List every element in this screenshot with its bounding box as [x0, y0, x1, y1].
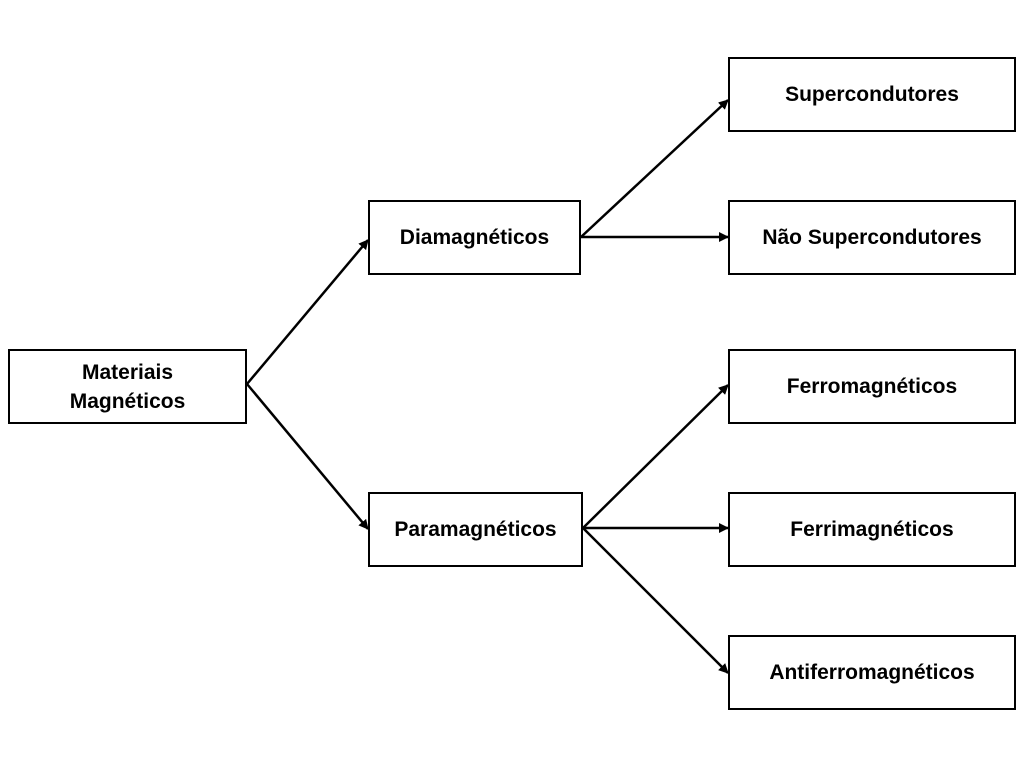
arrow-para-to-anti — [582, 527, 729, 674]
node-label-line: Magnéticos — [69, 389, 186, 413]
node-label: Paramagnéticos — [394, 518, 557, 541]
node-label: Não Supercondutores — [762, 226, 982, 249]
arrow-root-to-dia — [246, 239, 369, 385]
node-supercondutores: Supercondutores — [728, 57, 1016, 132]
node-antiferromagneticos: Antiferromagnéticos — [728, 635, 1016, 710]
edge-group — [246, 99, 729, 674]
node-diamagneticos: Diamagnéticos — [368, 200, 581, 275]
node-nao-supercondutores: Não Supercondutores — [728, 200, 1016, 275]
node-label: Diamagnéticos — [399, 226, 550, 249]
node-label-line: Materiais — [81, 360, 174, 384]
node-paramagneticos: Paramagnéticos — [368, 492, 583, 567]
arrow-dia-to-sup — [580, 99, 729, 238]
node-ferromagneticos: Ferromagnéticos — [728, 349, 1016, 424]
arrow-root-to-para — [246, 383, 369, 530]
node-label: Ferromagnéticos — [786, 375, 958, 398]
node-ferrimagneticos: Ferrimagnéticos — [728, 492, 1016, 567]
node-label: Ferrimagnéticos — [790, 518, 954, 541]
node-label: Supercondutores — [785, 83, 959, 106]
arrow-para-to-ferro — [582, 384, 729, 529]
node-label: Antiferromagnéticos — [769, 661, 975, 684]
node-materiais-magneticos: Materiais Magnéticos — [8, 349, 247, 424]
node-label: Materiais Magnéticos — [70, 358, 186, 416]
